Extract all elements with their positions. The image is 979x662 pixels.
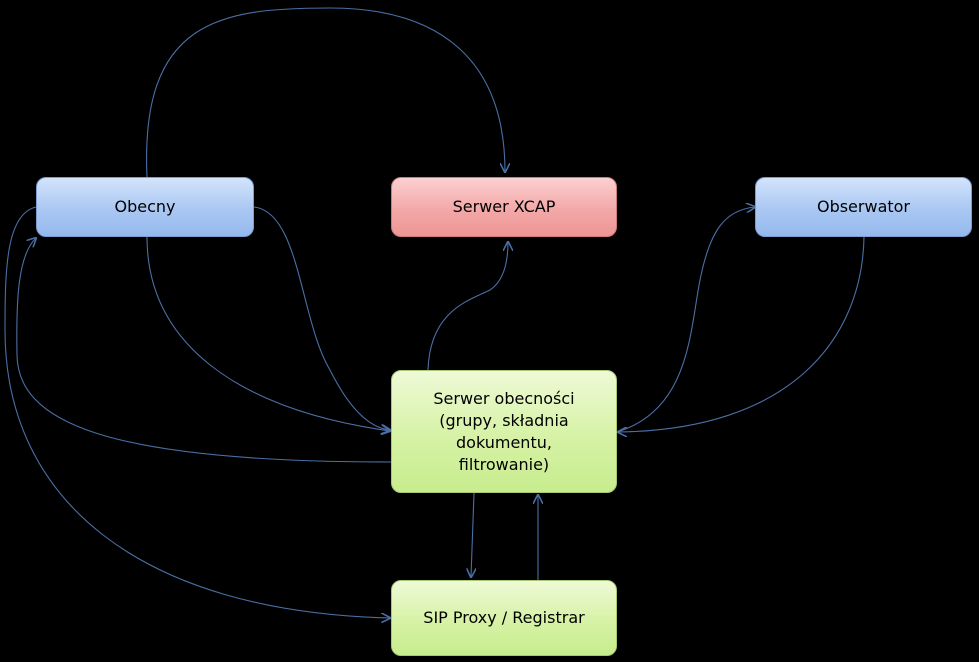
node-sip-proxy-registrar: SIP Proxy / Registrar: [391, 580, 617, 656]
edge-obecny-to-xcap: [146, 7, 505, 178]
node-serwer-obecnosci: Serwer obecności (grupy, składnia dokume…: [391, 370, 617, 493]
edge-presence-to-xcap: [427, 242, 508, 371]
edge-obserwator-to-presence: [618, 236, 865, 432]
edge-presence-to-obserwator: [616, 207, 755, 433]
node-serwer-xcap: Serwer XCAP: [391, 177, 617, 237]
edge-obecny-bottom-to-presence: [146, 236, 390, 431]
edge-obecny-to-sip-proxy: [4, 206, 390, 618]
node-obserwator: Obserwator: [755, 177, 972, 237]
edge-presence-to-sip-proxy: [471, 492, 474, 577]
edge-obecny-right-to-presence: [253, 206, 390, 430]
node-obecny: Obecny: [36, 177, 254, 237]
edge-presence-to-obecny: [16, 238, 392, 463]
